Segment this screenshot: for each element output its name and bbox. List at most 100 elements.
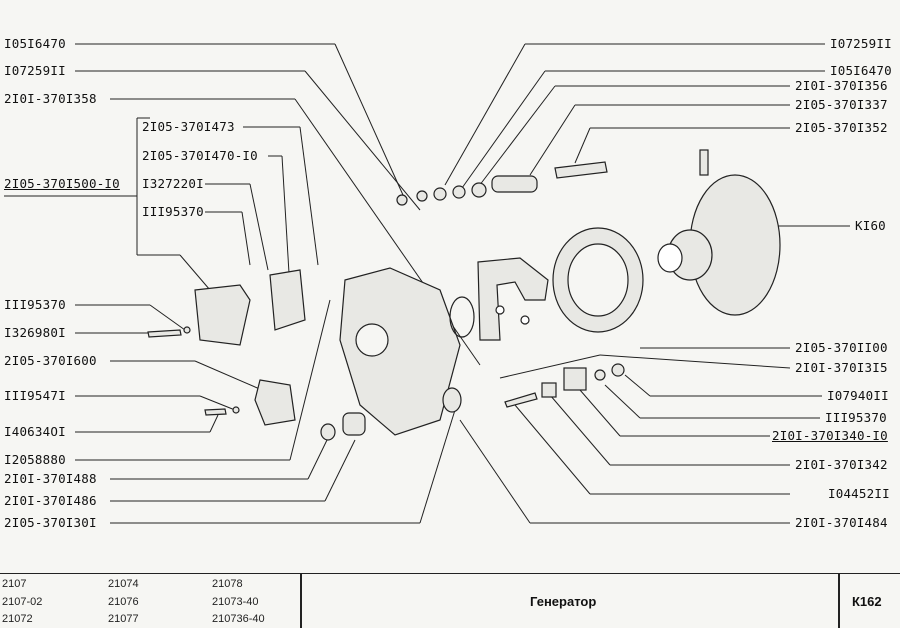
part-number-label: I05I6470: [830, 63, 892, 78]
part-number-label: 2I05-370I470-I0: [142, 148, 258, 163]
part-number-label: 2I05-370I473: [142, 119, 235, 134]
washer-part: [452, 185, 466, 199]
leader-line: [304, 70, 421, 211]
terminal-block-part: [563, 367, 587, 391]
leader-line: [499, 354, 601, 379]
washer-part: [183, 326, 191, 334]
bushing-part: [342, 412, 366, 436]
leader-line: [249, 183, 269, 271]
leader-line: [444, 43, 526, 186]
leader-line: [281, 155, 291, 291]
part-number-label: I326980I: [4, 325, 66, 340]
part-number-label: III95370: [142, 204, 204, 219]
part-number-label: I07259II: [4, 63, 66, 78]
part-number-label: 2I05-370I600: [4, 353, 97, 368]
model-cell: 2107-02: [2, 596, 43, 608]
footer-table: 2107 2107-02 21072 21074 21076 21077 210…: [0, 573, 900, 628]
page-title: Генератор: [530, 594, 597, 609]
leader-line: [574, 127, 591, 164]
leader-line: [307, 439, 328, 480]
part-number-label: 2I05-370II00: [795, 340, 888, 355]
rectifier-plate-part: [477, 257, 549, 341]
part-number-label: 2I0I-370I486: [4, 493, 97, 508]
part-number-label: 2I0I-370I3I5: [795, 360, 888, 375]
spacer-part: [471, 182, 487, 198]
bushing-part: [491, 175, 538, 193]
screw-part: [504, 392, 538, 408]
part-number-label: III95370: [825, 410, 887, 425]
model-cell: 210736-40: [212, 613, 265, 625]
brush-holder-part: [269, 269, 306, 331]
leader-line: [459, 419, 531, 524]
part-number-label: I40634OI: [4, 424, 66, 439]
washer-part: [416, 190, 428, 202]
insulator-part: [541, 382, 557, 398]
leader-line: [289, 299, 331, 461]
leader-line: [579, 389, 621, 437]
part-number-label: 2I05-370I337: [795, 97, 888, 112]
model-cell: 21078: [212, 578, 243, 590]
screw-part: [204, 408, 227, 416]
part-number-label: 2I0I-370I488: [4, 471, 97, 486]
ring-part: [320, 423, 336, 441]
model-cell: 21073-40: [212, 596, 259, 608]
bushing-part: [442, 387, 462, 413]
part-number-label: I327220I: [142, 176, 204, 191]
part-number-label: 2I0I-370I484: [795, 515, 888, 530]
washer-part: [232, 406, 240, 414]
model-cell: 21072: [2, 613, 33, 625]
part-number-label: 2I0I-370I356: [795, 78, 888, 93]
leader-line: [324, 439, 356, 502]
leader-line: [604, 384, 641, 419]
leader-line: [599, 354, 791, 369]
capacitor-part: [254, 379, 296, 426]
regulator-part: [194, 284, 251, 346]
part-number-label: I2058880: [4, 452, 66, 467]
model-cell: 21074: [108, 578, 139, 590]
part-number-label: I04452II: [828, 486, 890, 501]
model-cell: 21077: [108, 613, 139, 625]
leader-line: [461, 70, 546, 189]
leader-line: [514, 404, 591, 495]
part-number-label: 2I0I-370I358: [4, 91, 97, 106]
leader-line: [299, 126, 319, 266]
leader-line: [149, 304, 186, 331]
part-number-label: I07259II: [830, 36, 892, 51]
leader-line: [419, 409, 456, 524]
part-number-label: 2I05-370I30I: [4, 515, 97, 530]
part-number-label: I07940II: [827, 388, 889, 403]
washer-part: [433, 187, 447, 201]
divider: [838, 574, 840, 628]
part-number-label: КI60: [855, 218, 886, 233]
o-ring-part: [449, 296, 475, 338]
leader-line: [199, 395, 236, 411]
screw-part: [147, 329, 182, 338]
part-number-label: III95370: [4, 297, 66, 312]
leader-line: [475, 85, 556, 191]
washer-part: [594, 369, 606, 381]
leader-line: [624, 374, 651, 397]
leader-line: [334, 43, 404, 196]
part-number-label: 2I05-370I352: [795, 120, 888, 135]
leader-line: [209, 414, 219, 433]
page-code: К162: [852, 594, 882, 609]
part-number-label: III9547I: [4, 388, 66, 403]
part-number-label: 2I0I-370I340-I0: [772, 428, 888, 443]
terminal-stud-part: [699, 149, 709, 176]
model-cell: 21076: [108, 596, 139, 608]
leader-line: [194, 360, 263, 391]
leader-line: [241, 211, 251, 266]
part-number-label: 2I0I-370I342: [795, 457, 888, 472]
bolt-part: [554, 161, 608, 179]
nut-part: [611, 363, 625, 377]
leader-line: [549, 394, 611, 466]
rear-housing-part: [339, 267, 461, 436]
nut-part: [396, 194, 408, 206]
part-number-label: I05I6470: [4, 36, 66, 51]
leader-line: [179, 254, 211, 291]
divider: [300, 574, 302, 628]
leader-line: [529, 104, 576, 176]
part-number-label: 2I05-370I500-I0: [4, 176, 120, 191]
model-cell: 2107: [2, 578, 27, 590]
